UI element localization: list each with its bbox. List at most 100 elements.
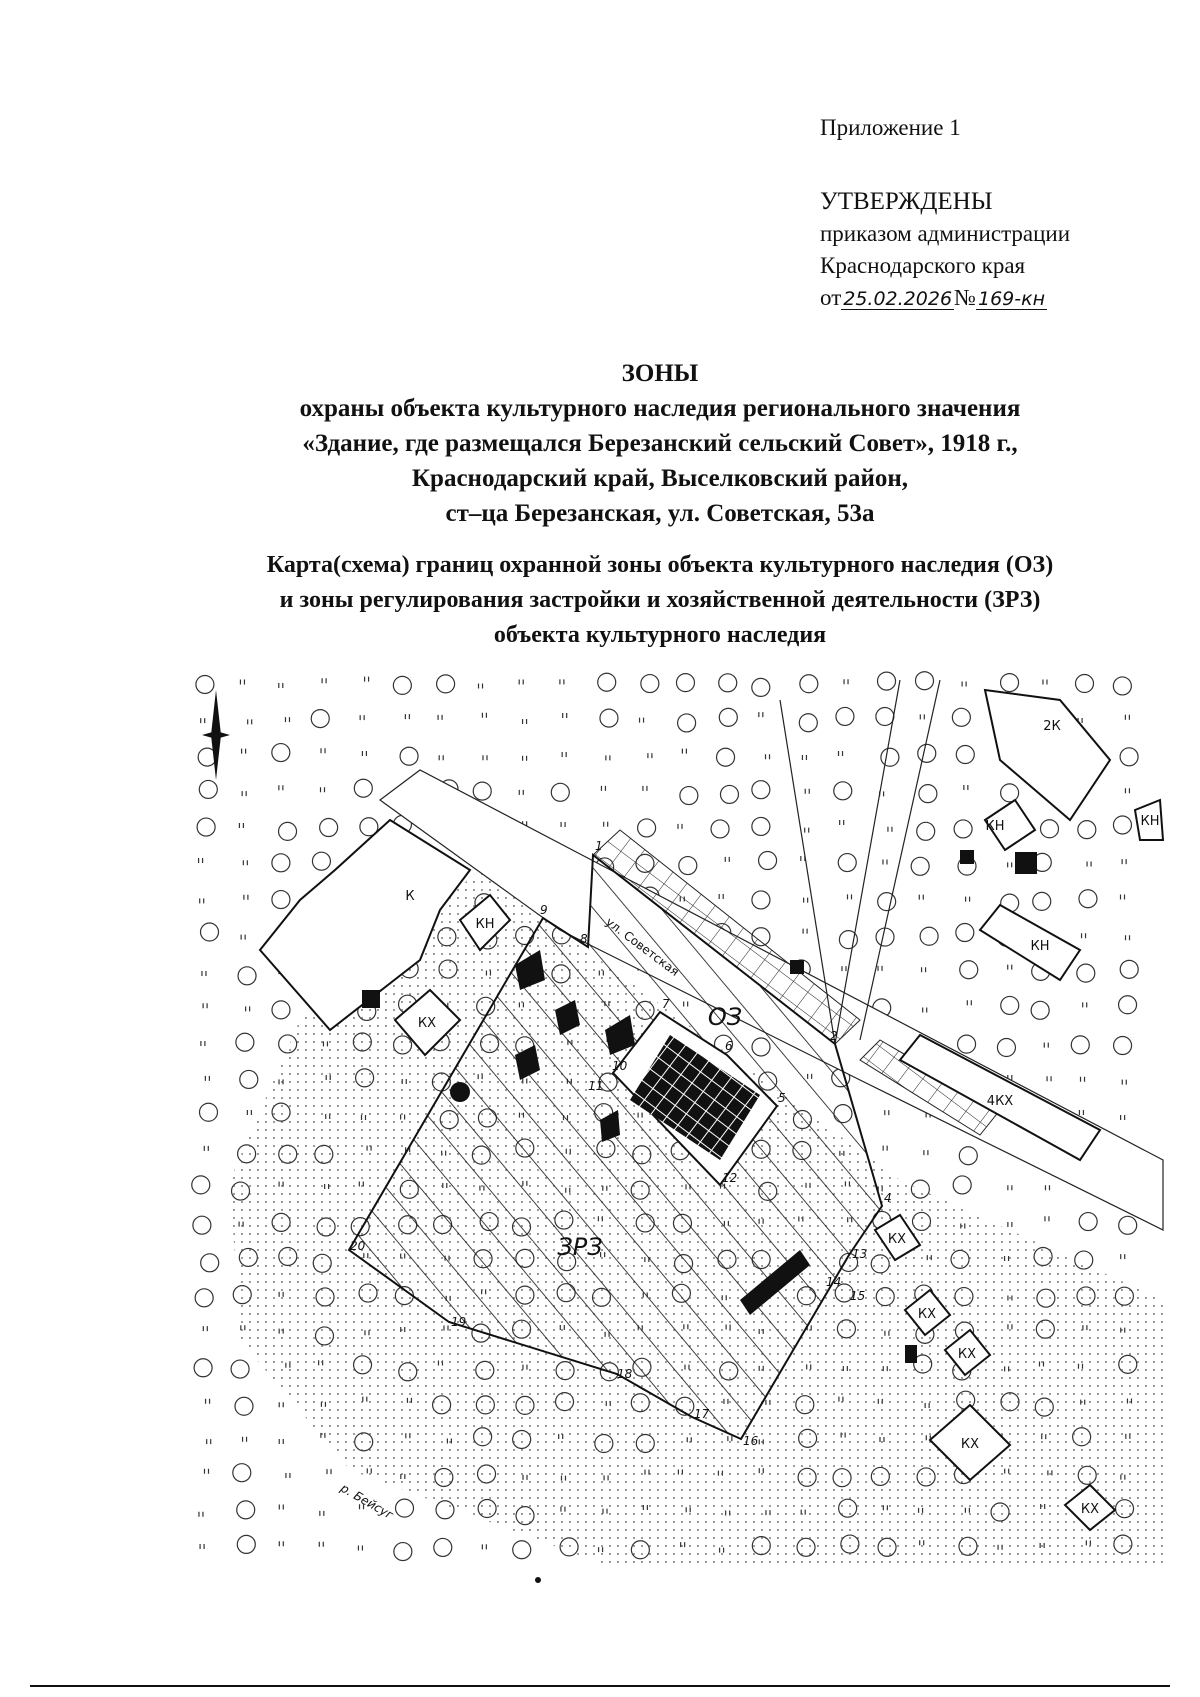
point-number: 12 [722, 1171, 737, 1185]
grass-symbol [201, 970, 207, 976]
outbuilding [600, 1110, 620, 1142]
tree-symbol [199, 922, 220, 942]
tree-symbol [1032, 891, 1052, 911]
tree-symbol [955, 922, 975, 943]
grass-symbol [477, 683, 484, 689]
tree-symbol [1030, 1000, 1050, 1020]
building [943, 1328, 992, 1377]
grass-symbol [562, 713, 568, 719]
approval-block: УТВЕРЖДЕНЫ приказом администрации Красно… [820, 186, 1070, 314]
point-number: 7 [662, 997, 670, 1011]
tree-symbol [837, 852, 857, 873]
grass-symbol [363, 676, 370, 682]
tree-symbol [952, 1175, 972, 1195]
grass-symbol [238, 823, 245, 829]
grass-symbol [437, 714, 443, 720]
building-label: КН [1140, 814, 1159, 829]
grass-symbol [839, 820, 845, 826]
grass-symbol [319, 787, 326, 793]
tree-symbol [399, 746, 419, 766]
tree-symbol [319, 817, 339, 838]
grass-symbol [801, 755, 808, 761]
grass-symbol [278, 1541, 284, 1547]
tree-symbol [237, 966, 257, 986]
building-label: К [405, 889, 414, 904]
grass-symbol [605, 755, 611, 761]
tree-symbol [1117, 995, 1138, 1015]
grass-symbol [246, 1109, 252, 1115]
tree-symbol [550, 782, 570, 802]
point-number: 11 [588, 1079, 603, 1093]
grass-symbol [278, 1438, 284, 1444]
grass-symbol [1044, 1216, 1050, 1222]
tree-symbol [798, 713, 818, 733]
map-heading: Карта(схема) границ охранной зоны объект… [160, 548, 1160, 653]
date-prefix: от [820, 285, 842, 310]
grass-symbol [198, 1511, 204, 1517]
tree-symbol [472, 781, 492, 801]
grass-symbol [1124, 788, 1131, 794]
title-line: «Здание, где размещался Березанский сель… [302, 430, 1018, 457]
outbuilding [790, 960, 804, 974]
grass-symbol [841, 966, 847, 972]
grass-symbol [204, 1075, 210, 1081]
tree-symbol [677, 713, 697, 733]
tree-symbol [956, 1034, 977, 1054]
grass-symbol [677, 823, 683, 829]
grass-symbol [284, 717, 291, 723]
number-prefix: № [954, 285, 976, 310]
map-heading-line: и зоны регулирования застройки и хозяйст… [279, 587, 1041, 613]
tree-symbol [195, 674, 215, 695]
grass-symbol [681, 748, 688, 754]
grass-symbol [241, 1436, 248, 1442]
grass-symbol [242, 860, 248, 866]
grass-symbol [204, 1398, 211, 1404]
tree-symbol [953, 819, 973, 839]
grass-symbol [1080, 933, 1087, 939]
tree-symbol [718, 673, 738, 693]
grass-symbol [647, 753, 653, 759]
tree-symbol [640, 673, 660, 694]
grass-symbol [638, 717, 645, 723]
grass-symbol [803, 897, 809, 903]
tree-symbol [277, 821, 298, 841]
grass-symbol [1119, 894, 1126, 900]
grass-symbol [802, 928, 808, 934]
building [1063, 1483, 1117, 1532]
tree-symbol [271, 1000, 291, 1020]
tree-symbol [675, 673, 696, 693]
handwritten-number: 169-кн [976, 288, 1048, 310]
grass-symbol [603, 821, 609, 827]
ink-dot [535, 1577, 541, 1583]
grass-symbol [326, 1469, 332, 1475]
tree-symbol [1118, 1215, 1138, 1235]
tree-symbol [1039, 819, 1060, 839]
tree-symbol [1112, 815, 1133, 835]
tree-symbol [198, 1102, 219, 1122]
tree-symbol [193, 1358, 213, 1378]
tree-symbol [394, 1498, 415, 1518]
grass-symbol [923, 1150, 929, 1156]
tree-symbol [719, 784, 740, 805]
map-heading-line: Карта(схема) границ охранной зоны объект… [266, 552, 1054, 578]
outbuilding [740, 1250, 810, 1315]
oz-label: ОЗ [708, 1003, 742, 1031]
grass-symbol [1082, 1002, 1088, 1008]
tree-symbol [919, 926, 939, 946]
grass-symbol [804, 788, 810, 794]
outbuilding [362, 990, 380, 1008]
grass-symbol [961, 681, 967, 687]
tree-symbol [311, 851, 332, 871]
grass-symbol [482, 755, 488, 761]
point-number: 20 [350, 1239, 366, 1253]
grass-symbol [884, 1110, 890, 1116]
grass-symbol [203, 1145, 209, 1151]
grass-symbol [1079, 1076, 1086, 1082]
point-number: 9 [540, 903, 548, 917]
grass-symbol [1007, 964, 1013, 970]
point-number: 6 [725, 1039, 733, 1053]
point-number: 1 [595, 839, 603, 853]
grass-symbol [1042, 679, 1048, 685]
point-number: 4 [884, 1191, 892, 1205]
grass-symbol [919, 714, 925, 720]
